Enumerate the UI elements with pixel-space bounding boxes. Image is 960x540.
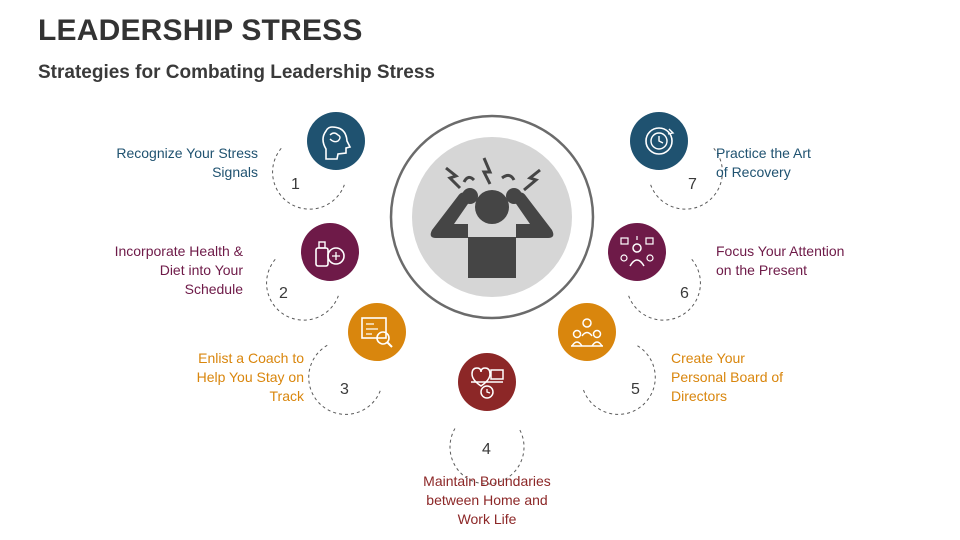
- step-6-label: Focus Your Attention on the Present: [716, 242, 844, 280]
- step-3-label-line: Track: [269, 388, 304, 404]
- step-2-label-line: Schedule: [184, 281, 243, 297]
- step-2-dashed-arc: [266, 259, 339, 321]
- board-team-icon: [571, 318, 603, 347]
- step-2-label-line: Diet into Your: [159, 262, 243, 278]
- step-nodes: [266, 112, 723, 485]
- step-6-node: [608, 223, 666, 281]
- step-2-circle: [301, 223, 359, 281]
- step-5-number: 5: [631, 381, 640, 398]
- step-1-dashed-arc: [272, 148, 345, 210]
- step-5-dashed-arc: [583, 344, 656, 415]
- head-brain-icon: [322, 126, 352, 160]
- step-1-number: 1: [291, 176, 300, 193]
- step-7-label: Practice the Art of Recovery: [716, 144, 811, 182]
- step-6-dashed-arc: [628, 259, 701, 321]
- page-subtitle: Strategies for Combating Leadership Stre…: [38, 62, 435, 83]
- healthy-food-icon: [315, 241, 345, 267]
- step-5-label-line: Personal Board of: [671, 369, 784, 385]
- step-7-label-line: Practice the Art: [716, 145, 811, 161]
- focus-person-icon: [620, 236, 654, 267]
- step-3-label: Enlist a Coach to Help You Stay on Track: [197, 349, 304, 406]
- step-3-circle: [348, 303, 406, 361]
- step-4-label-line: between Home and: [426, 492, 548, 508]
- step-2-label-line: Incorporate Health &: [114, 243, 243, 259]
- step-7-node: [630, 112, 688, 170]
- step-3-label-line: Help You Stay on: [196, 369, 304, 385]
- step-5-label-line: Directors: [671, 388, 728, 404]
- step-7-label-line: of Recovery: [716, 164, 791, 180]
- step-5-label-line: Create Your: [671, 350, 745, 366]
- coach-board-icon: [361, 317, 393, 348]
- step-7-dashed-arc: [650, 148, 723, 210]
- step-7-number: 7: [688, 176, 697, 193]
- step-1-label-line: Signals: [212, 164, 258, 180]
- step-1-label-line: Recognize Your Stress: [116, 145, 258, 161]
- step-5-node: [558, 303, 616, 361]
- step-3-dashed-arc: [308, 344, 381, 415]
- step-2-node: [301, 223, 359, 281]
- page-title: LEADERSHIP STRESS: [38, 14, 363, 47]
- step-3-label-line: Enlist a Coach to: [198, 350, 304, 366]
- step-6-number: 6: [680, 285, 689, 302]
- step-3-node: [348, 303, 406, 361]
- center-hub: [389, 114, 595, 320]
- step-4-node: [458, 353, 516, 411]
- work-life-balance-icon: [471, 367, 504, 399]
- step-2-number: 2: [279, 285, 288, 302]
- step-6-label-line: Focus Your Attention: [716, 243, 845, 259]
- step-1-node: [307, 112, 365, 170]
- recovery-clock-icon: [645, 127, 675, 155]
- step-4-label-line: Work Life: [457, 511, 517, 527]
- step-6-label-line: on the Present: [716, 262, 808, 278]
- step-3-number: 3: [340, 381, 349, 398]
- step-4-dashed-arc: [449, 428, 525, 485]
- stressed-person-icon: [430, 157, 554, 278]
- step-4-number: 4: [482, 441, 491, 458]
- step-4-label-line: Maintain Boundaries: [423, 473, 551, 489]
